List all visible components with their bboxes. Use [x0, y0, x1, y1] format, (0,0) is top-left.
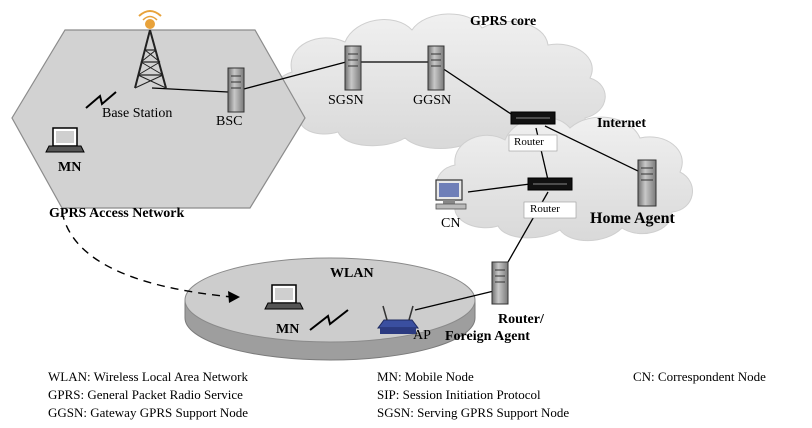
legend-item: CN: Correspondent Node — [633, 369, 766, 384]
foreign-agent-server-icon — [491, 261, 509, 305]
handover-path — [61, 211, 233, 298]
router-foreign-label-line1: Router/ — [498, 312, 544, 327]
cn-desktop-icon — [435, 179, 467, 210]
internet-label: Internet — [597, 116, 646, 131]
cn-label: CN — [441, 216, 461, 231]
mn-laptop-bottom-icon — [264, 284, 304, 310]
wlan-label: WLAN — [330, 266, 374, 281]
legend-item: SGSN: Serving GPRS Support Node — [377, 405, 570, 420]
router-foreign-label-line2: Foreign Agent — [445, 329, 530, 344]
router-top-icon — [510, 111, 556, 125]
base-station-tower-icon — [134, 10, 167, 89]
home-agent-label: Home Agent — [590, 210, 675, 227]
ggsn-server-icon — [427, 45, 445, 91]
base-station-label: Base Station — [102, 106, 173, 121]
gprs-access-network-label: GPRS Access Network — [49, 206, 185, 221]
legend-item: MN: Mobile Node — [377, 369, 474, 384]
legend-item: WLAN: Wireless Local Area Network — [48, 369, 248, 384]
link-bs-bsc — [151, 87, 229, 93]
link-ggsn-router — [441, 67, 521, 121]
sgsn-server-icon — [344, 45, 362, 91]
ggsn-label: GGSN — [413, 93, 452, 108]
mn-bottom-label: MN — [276, 322, 300, 337]
legend-item: SIP: Session Initiation Protocol — [377, 387, 541, 402]
home-agent-server-icon — [637, 159, 657, 207]
bsc-label: BSC — [216, 114, 243, 129]
bsc-server-icon — [227, 67, 245, 113]
access-point-icon — [377, 305, 419, 334]
handover-arrowhead — [228, 291, 240, 303]
sgsn-label: SGSN — [328, 93, 364, 108]
mn-laptop-top-icon — [45, 127, 85, 153]
router-mid-icon — [527, 177, 573, 191]
link-cn-router — [467, 183, 531, 193]
connection-lines — [151, 61, 641, 311]
legend-item: GGSN: Gateway GPRS Support Node — [48, 405, 249, 420]
router-top-label: Router — [514, 136, 544, 148]
link-bsc-sgsn — [239, 61, 347, 91]
legend-item: GPRS: General Packet Radio Service — [48, 387, 243, 402]
router-top-label-box — [508, 134, 558, 152]
link-router-homeagent — [544, 125, 641, 173]
router-mid-label-box — [523, 201, 577, 219]
router-mid-label: Router — [530, 203, 560, 215]
ap-label: AP — [413, 328, 431, 343]
link-foreign-ap — [414, 289, 499, 311]
gprs-core-label: GPRS core — [470, 14, 537, 29]
wireless-signal-icon — [85, 91, 117, 109]
wlan-signal-icon — [309, 309, 349, 331]
mn-top-label: MN — [58, 160, 82, 175]
